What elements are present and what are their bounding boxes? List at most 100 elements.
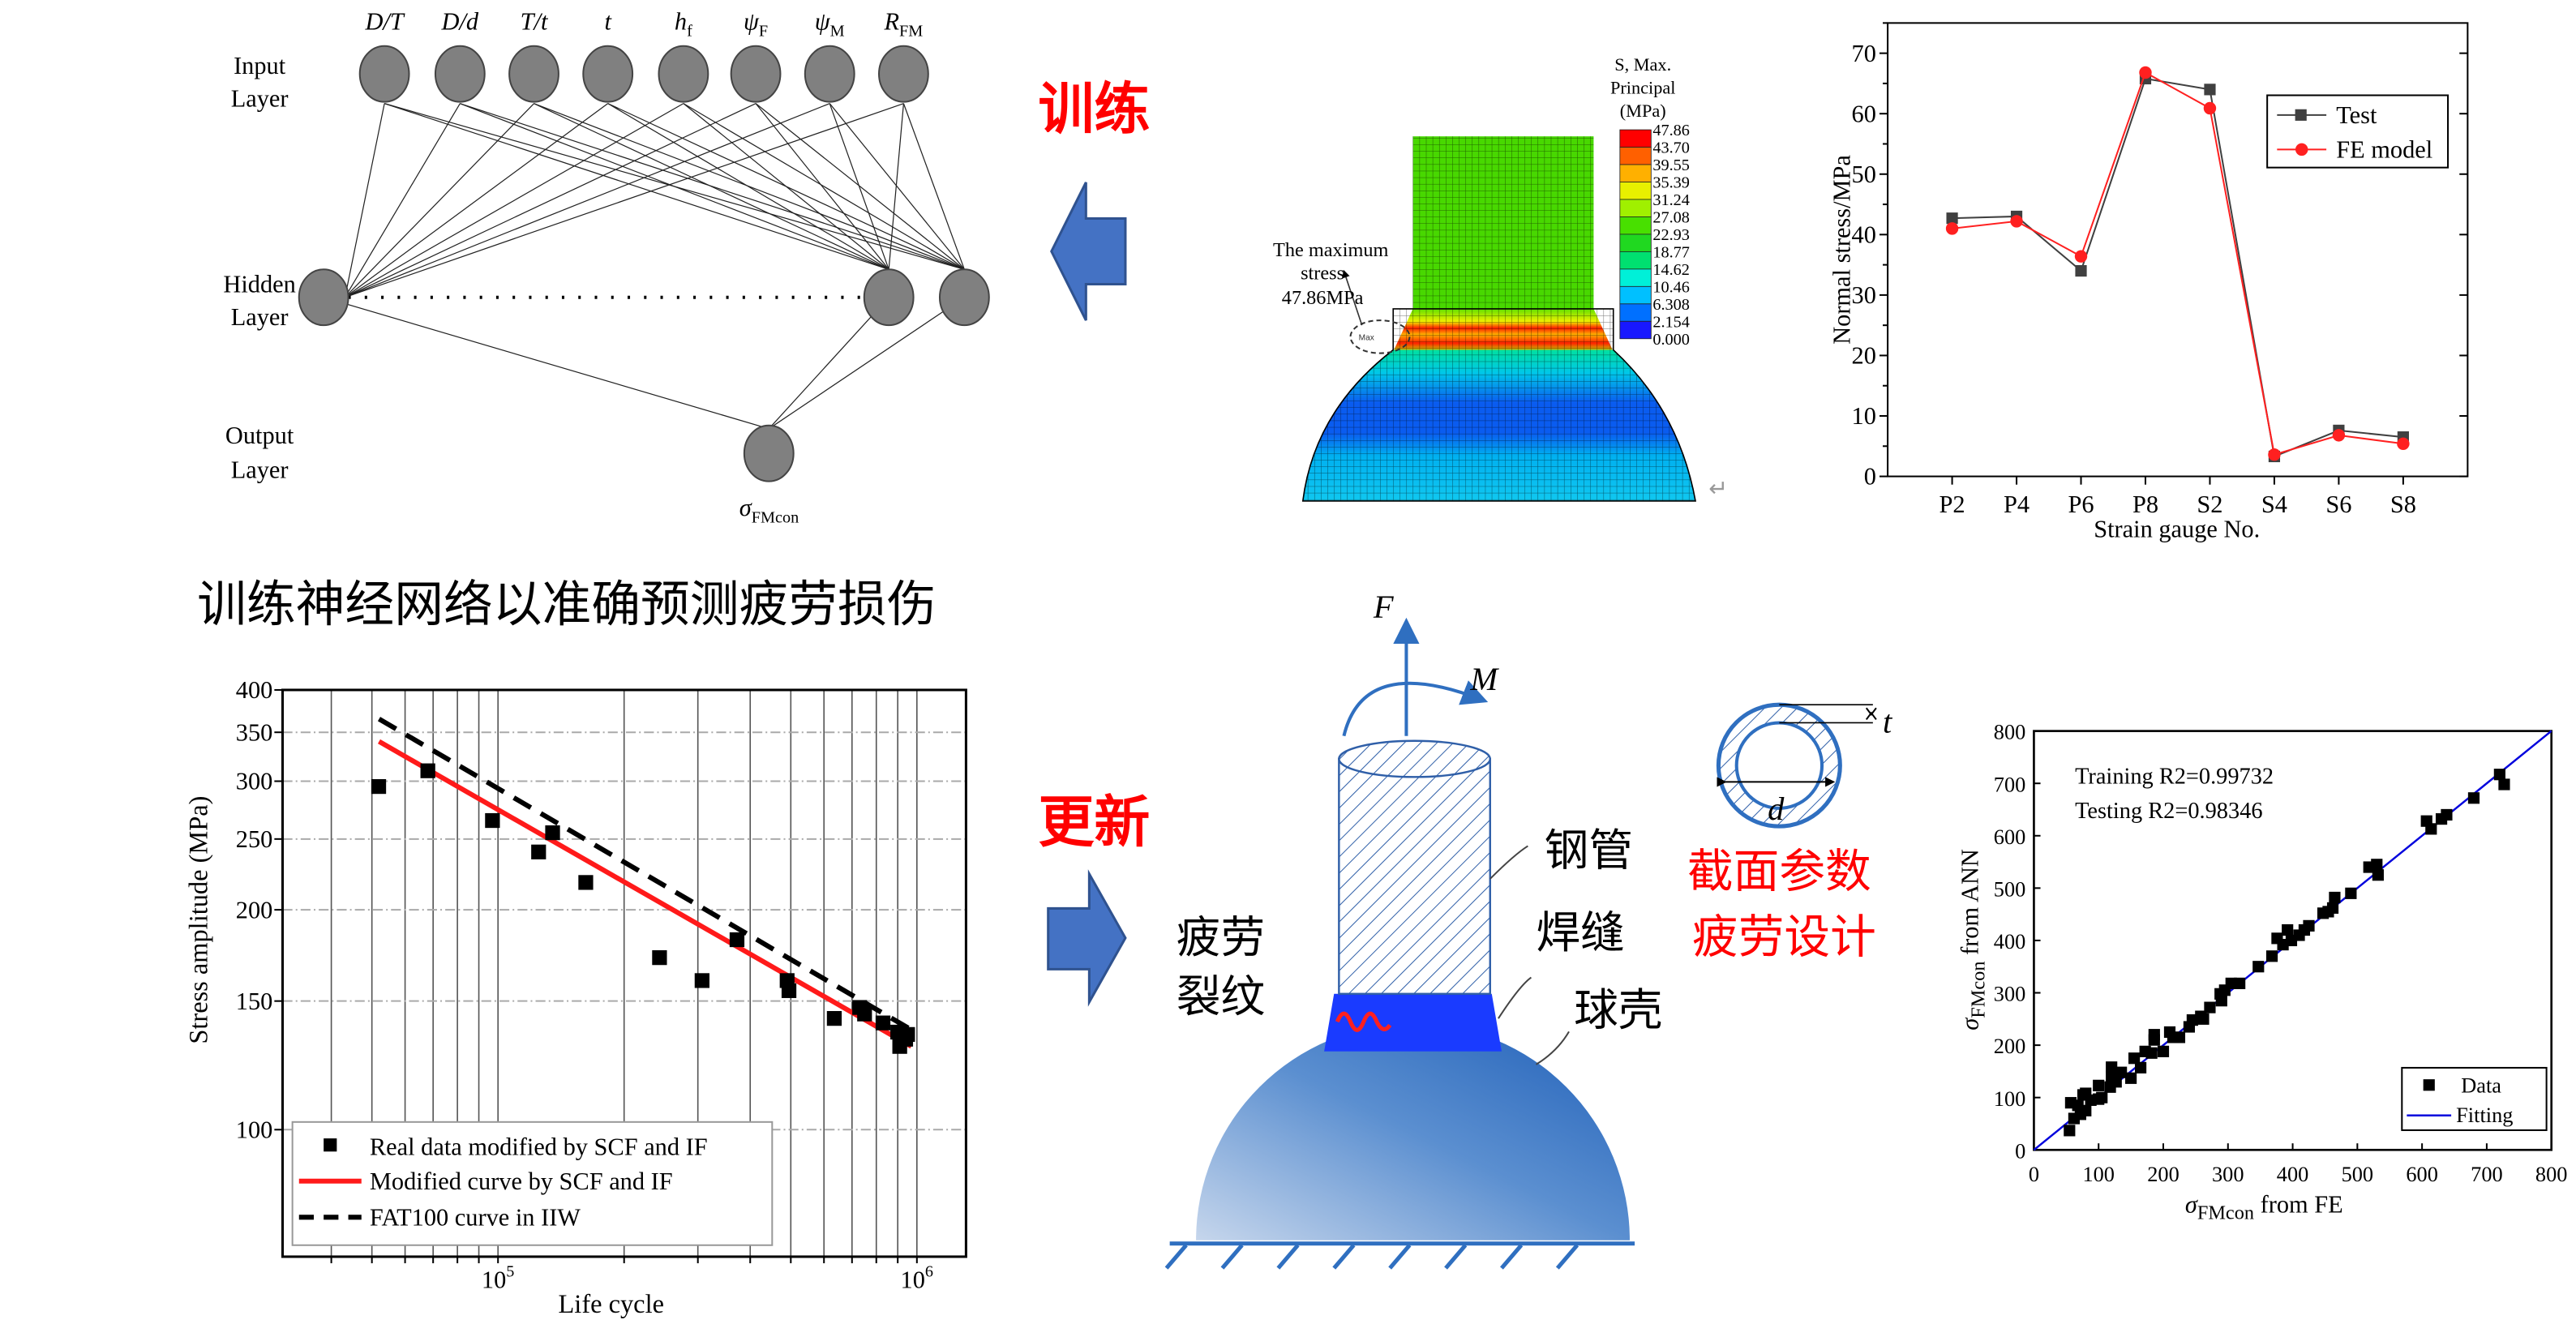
connection-line <box>683 103 965 270</box>
input-node <box>358 45 410 103</box>
data-point <box>2234 977 2246 989</box>
hatch-stroke <box>1444 1244 1468 1270</box>
input-node <box>508 45 559 103</box>
data-point <box>2252 961 2265 973</box>
fat100-curve <box>377 717 913 1032</box>
colorbar-band <box>1619 129 1652 148</box>
x-tick-label: 200 <box>2147 1163 2180 1186</box>
colorbar-band <box>1619 303 1652 322</box>
input-label-base: R <box>883 7 899 35</box>
data-point <box>2134 1061 2147 1073</box>
right-arrow-icon <box>1047 869 1127 1007</box>
x-tick-label: P2 <box>1940 491 1965 518</box>
connection-line <box>683 103 889 270</box>
x-axis-label-rest: from FE <box>2254 1190 2343 1218</box>
connection-line <box>345 103 609 298</box>
input-label: ψM <box>815 7 845 40</box>
fatigue-label: 疲劳 <box>1177 911 1265 963</box>
colorbar-level: 43.70 <box>1652 139 1690 157</box>
x-tick-label: P8 <box>2132 491 2158 518</box>
legend-box <box>291 1120 774 1246</box>
data-point <box>2372 869 2384 881</box>
connection-line <box>345 103 830 298</box>
y-tick-label: 700 <box>1994 773 2026 796</box>
legend-label: FE model <box>2336 136 2432 164</box>
y-axis-label: Normal stress/MPa <box>1828 155 1856 345</box>
input-label-base: D/d <box>441 7 479 35</box>
legend-title-3: (MPa) <box>1620 101 1666 121</box>
x-tick-label: S2 <box>2197 491 2222 518</box>
connection-line <box>344 103 385 298</box>
legend-label: Real data modified by SCF and IF <box>370 1133 708 1160</box>
x-tick-label: 105 <box>482 1262 515 1293</box>
data-point <box>2074 250 2088 263</box>
colorbar-level: 6.308 <box>1652 296 1690 314</box>
x-axis-label: Strain gauge No. <box>2094 516 2260 543</box>
data-point <box>857 1006 872 1022</box>
data-point <box>2203 101 2217 115</box>
modified-curve <box>377 739 913 1049</box>
training-r2: Training R2=0.99732 <box>2075 764 2274 789</box>
input-layer-label: Layer <box>231 85 289 113</box>
hatch-stroke <box>1500 1244 1524 1270</box>
legend-label: Data <box>2461 1073 2501 1097</box>
connection-line <box>345 103 904 298</box>
x-tick-label: S6 <box>2325 491 2351 518</box>
data-point <box>2326 902 2339 914</box>
hidden-node <box>863 268 915 327</box>
x-axis-label-sigma: σ <box>2185 1190 2198 1218</box>
colorbar-band <box>1619 216 1652 235</box>
data-point <box>2329 891 2341 904</box>
colorbar-band <box>1619 182 1652 200</box>
connection-line <box>902 103 965 270</box>
legend-title-2: Principal <box>1610 77 1675 97</box>
x-axis-label: Life cycle <box>559 1290 664 1319</box>
x-tick-exp: 6 <box>925 1262 933 1280</box>
y-tick-label: 300 <box>236 768 273 795</box>
input-label: RFM <box>883 7 923 40</box>
colorbar-level: 10.46 <box>1652 278 1690 296</box>
x-tick-label: 100 <box>2082 1163 2115 1186</box>
connection-line <box>460 103 889 270</box>
connection-line <box>829 103 965 270</box>
legend-label: FAT100 curve in IIW <box>370 1203 581 1231</box>
connection-line <box>323 297 769 430</box>
legend-title-1: S, Max. <box>1614 54 1671 75</box>
connection-line <box>768 297 889 430</box>
data-point <box>2010 215 2023 228</box>
data-point <box>2371 859 2383 871</box>
plot-frame <box>281 688 967 1258</box>
output-node <box>743 424 795 482</box>
ball-shell <box>1196 1023 1630 1240</box>
y-tick-label: 800 <box>1994 721 2026 744</box>
annotation-line-3: 47.86MPa <box>1282 287 1364 309</box>
colorbar-band <box>1619 268 1652 287</box>
data-point <box>2425 823 2437 835</box>
x-tick-label: S4 <box>2261 491 2287 518</box>
tube-cross-section: t d <box>1716 702 1893 829</box>
connection-line <box>384 103 889 270</box>
y-axis-label-sigma: σ <box>1957 1018 1984 1030</box>
colorbar-band <box>1619 234 1652 252</box>
annotation-line-1: The maximum <box>1273 239 1388 261</box>
data-point <box>875 1015 891 1030</box>
colorbar-level: 2.154 <box>1652 313 1690 331</box>
data-point <box>2441 808 2453 821</box>
input-label-base: ψ <box>744 7 760 35</box>
connection-line <box>607 103 889 270</box>
legend-label: Modified curve by SCF and IF <box>370 1168 673 1195</box>
x-tick-base: 10 <box>482 1266 506 1293</box>
data-point <box>2498 778 2510 791</box>
tube-leader <box>1489 845 1528 880</box>
plot-frame <box>1887 22 2469 478</box>
legend-marker-data <box>2423 1079 2435 1091</box>
series-line <box>1952 77 2403 458</box>
x-tick-label: 400 <box>2277 1163 2309 1186</box>
max-stress-marker <box>1349 319 1411 354</box>
hatch-stroke <box>1220 1244 1244 1270</box>
data-point <box>729 932 745 948</box>
data-point <box>2204 1001 2216 1013</box>
hatch-stroke <box>1164 1244 1188 1270</box>
